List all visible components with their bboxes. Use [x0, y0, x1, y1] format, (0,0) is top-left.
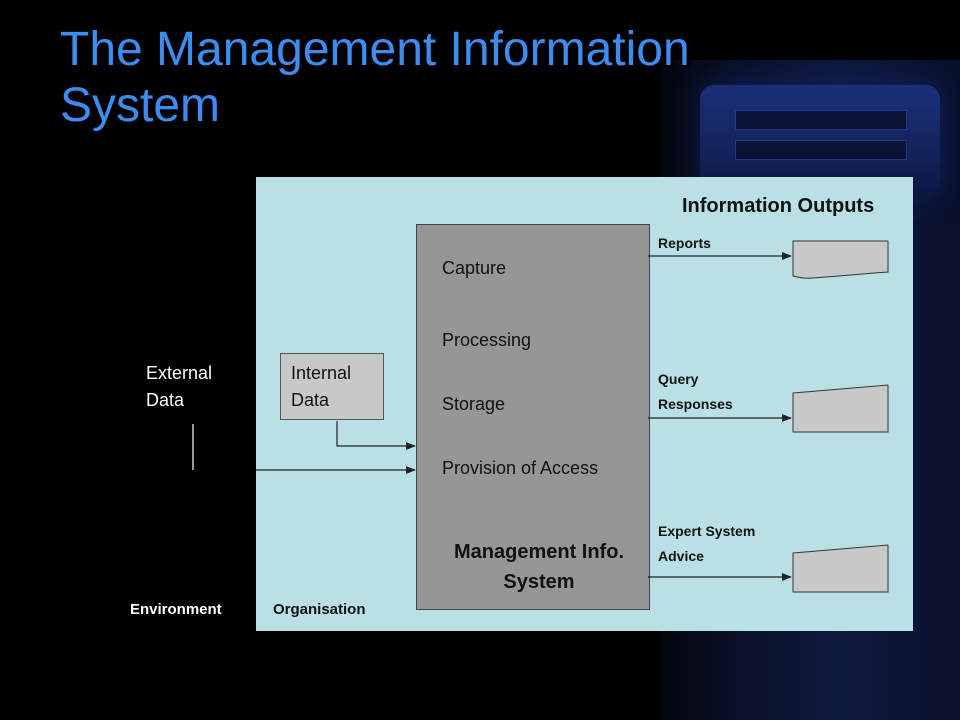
environment-label: Environment	[130, 601, 222, 618]
function-provision-of-access: Provision of Access	[442, 458, 599, 478]
external-data-label-line: Data	[146, 390, 185, 410]
background-drive-slot	[735, 110, 907, 130]
mis-label: Management Info. System	[416, 537, 662, 597]
slide-title: The Management Information System	[60, 23, 690, 132]
output-label-expert-system-advice: Expert System Advice	[658, 519, 755, 569]
internal-data-label-line: Internal	[291, 363, 352, 383]
output-label-query-responses: Query Responses	[658, 367, 733, 417]
external-data-label: External Data	[146, 360, 212, 414]
output-label-reports: Reports	[658, 231, 711, 256]
output-label-line: Advice	[658, 548, 704, 564]
reports-document-icon	[792, 240, 889, 279]
output-label-line: Expert System	[658, 523, 756, 539]
internal-data-label-line: Data	[291, 390, 330, 410]
internal-data-arrow	[336, 421, 416, 450]
mis-label-line: System	[503, 571, 575, 593]
internal-data-box: Internal Data	[280, 353, 384, 420]
expert-system-document-icon	[792, 544, 889, 593]
mis-label-line: Management Info.	[453, 541, 624, 563]
external-data-label-line: External	[146, 363, 213, 383]
function-capture: Capture	[442, 258, 507, 278]
function-storage: Storage	[442, 394, 506, 414]
background-drive-slot	[735, 140, 907, 160]
information-outputs-heading: Information Outputs	[682, 195, 875, 217]
query-responses-document-icon	[792, 384, 889, 433]
function-processing: Processing	[442, 330, 532, 350]
mis-box	[416, 224, 650, 610]
organisation-label: Organisation	[273, 601, 366, 618]
output-label-line: Reports	[658, 235, 711, 251]
output-label-line: Query	[658, 371, 699, 387]
output-label-line: Responses	[658, 396, 733, 412]
